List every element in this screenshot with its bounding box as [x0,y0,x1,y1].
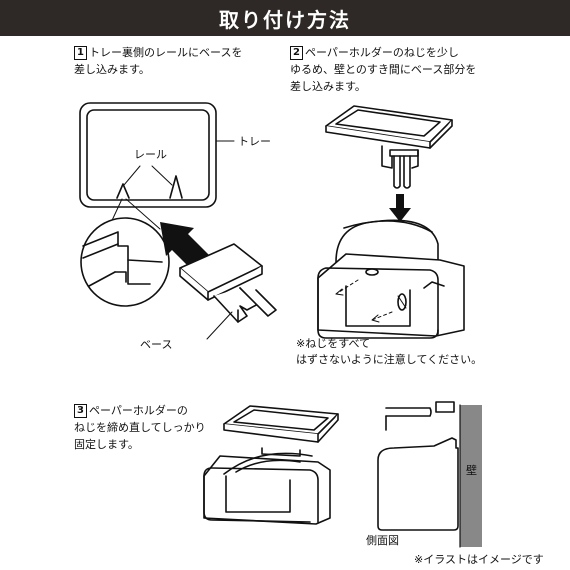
step-3-line-1: ペーパーホルダーの [89,404,188,417]
tray-back-illustration [79,102,235,230]
step-1-line-1: トレー裏側のレールにベースを [89,46,243,59]
tray-with-base-illustration [325,105,453,189]
screw-note-line-2: はずさないように注意してください。 [296,353,483,366]
step-2-line-3: 差し込みます。 [290,80,366,93]
rail-zoom-circle [80,217,170,307]
base-illustration [179,243,277,340]
step-3-number: 3 [74,404,87,418]
wall-label: 壁 [466,464,477,477]
side-view-illustration [377,401,482,548]
screw-note-line-1: ※ねじをすべて [296,337,371,350]
assembled-illustration [203,405,339,525]
step-1-number: 1 [74,46,87,60]
step-2-line-1: ペーパーホルダーのねじを少し [305,46,459,59]
rail-label: レール [134,148,167,161]
step-2-line-2: ゆるめ、壁とのすき間にベース部分を [290,63,477,76]
tray-label: トレー [238,135,271,148]
step-3-line-3: 固定します。 [74,438,139,451]
title-banner: 取り付け方法 [0,0,570,36]
step-1-line-2: 差し込みます。 [74,63,150,76]
paper-holder-illustration [317,219,465,339]
side-view-label: 側面図 [366,534,399,547]
page-title: 取り付け方法 [219,7,351,32]
screw-caution-note: ※ねじをすべて はずさないように注意してください。 [296,336,482,368]
illustration-note: ※イラストはイメージです [414,553,544,566]
step-3-line-2: ねじを締め直してしっかり [74,421,206,434]
down-arrow-icon [389,194,411,222]
base-label: ベース [140,338,173,351]
step-2-number: 2 [290,46,303,60]
